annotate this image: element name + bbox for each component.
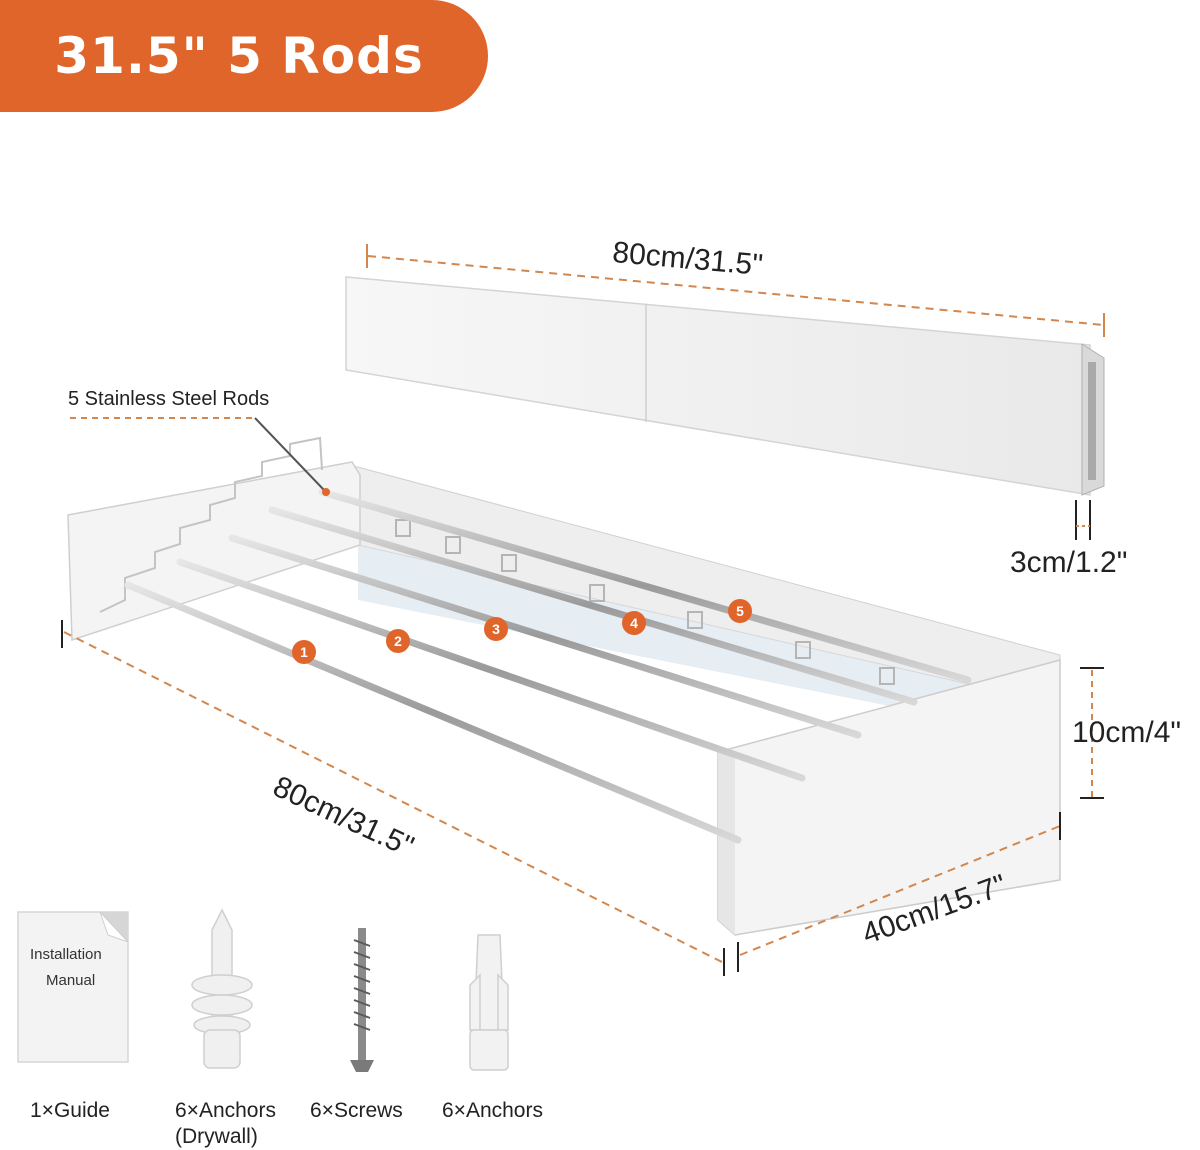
manual-title-line2: Manual	[46, 972, 96, 989]
rod-number-markers: 1 2 3 4 5	[292, 599, 752, 664]
rod-marker-number-1: 1	[300, 644, 308, 660]
screw-icon	[350, 928, 374, 1072]
height-label: 10cm/4"	[1072, 716, 1182, 749]
folded-rack	[345, 276, 1105, 496]
side-dimension-line	[737, 812, 1061, 972]
rod-marker-number-3: 3	[492, 621, 500, 637]
top-dimension-line	[366, 244, 1105, 337]
manual-icon	[17, 911, 129, 1063]
rods	[124, 488, 972, 844]
rod-marker-1	[292, 640, 316, 664]
rod-4	[268, 506, 918, 706]
accessory-label-drywall-anchors: 6×Anchors (Drywall)	[175, 1099, 276, 1148]
rod-3	[228, 534, 862, 739]
rod-marker-5	[728, 599, 752, 623]
rod-marker-number-5: 5	[736, 603, 744, 619]
drywall-anchor-icon	[191, 908, 253, 1069]
rod-marker-2	[386, 629, 410, 653]
manual-title-line1: Installation	[30, 946, 102, 963]
rod-5	[318, 488, 972, 684]
depth-label: 3cm/1.2"	[1010, 546, 1128, 579]
rod-marker-3	[484, 617, 508, 641]
accessory-label-screws: 6×Screws	[310, 1099, 403, 1122]
rods-callout-label: 5 Stainless Steel Rods	[68, 388, 270, 410]
size-badge: 31.5" 5 Rods	[0, 0, 488, 112]
rod-marker-number-4: 4	[630, 615, 638, 631]
rod-1	[124, 581, 742, 844]
accessory-label-guide: 1×Guide	[30, 1099, 110, 1122]
open-rack	[67, 436, 1061, 936]
depth-dimension-line	[1075, 500, 1091, 540]
rod-2	[176, 558, 806, 782]
accessory-label-anchors: 6×Anchors	[442, 1099, 543, 1122]
rod-marker-number-2: 2	[394, 633, 402, 649]
rods-callout-leader	[70, 417, 330, 496]
wall-plug-icon	[469, 934, 509, 1071]
front-dimension-line	[61, 620, 725, 976]
height-dimension-line	[1080, 667, 1104, 799]
rod-marker-4	[622, 611, 646, 635]
size-badge-text: 31.5" 5 Rods	[54, 27, 424, 85]
